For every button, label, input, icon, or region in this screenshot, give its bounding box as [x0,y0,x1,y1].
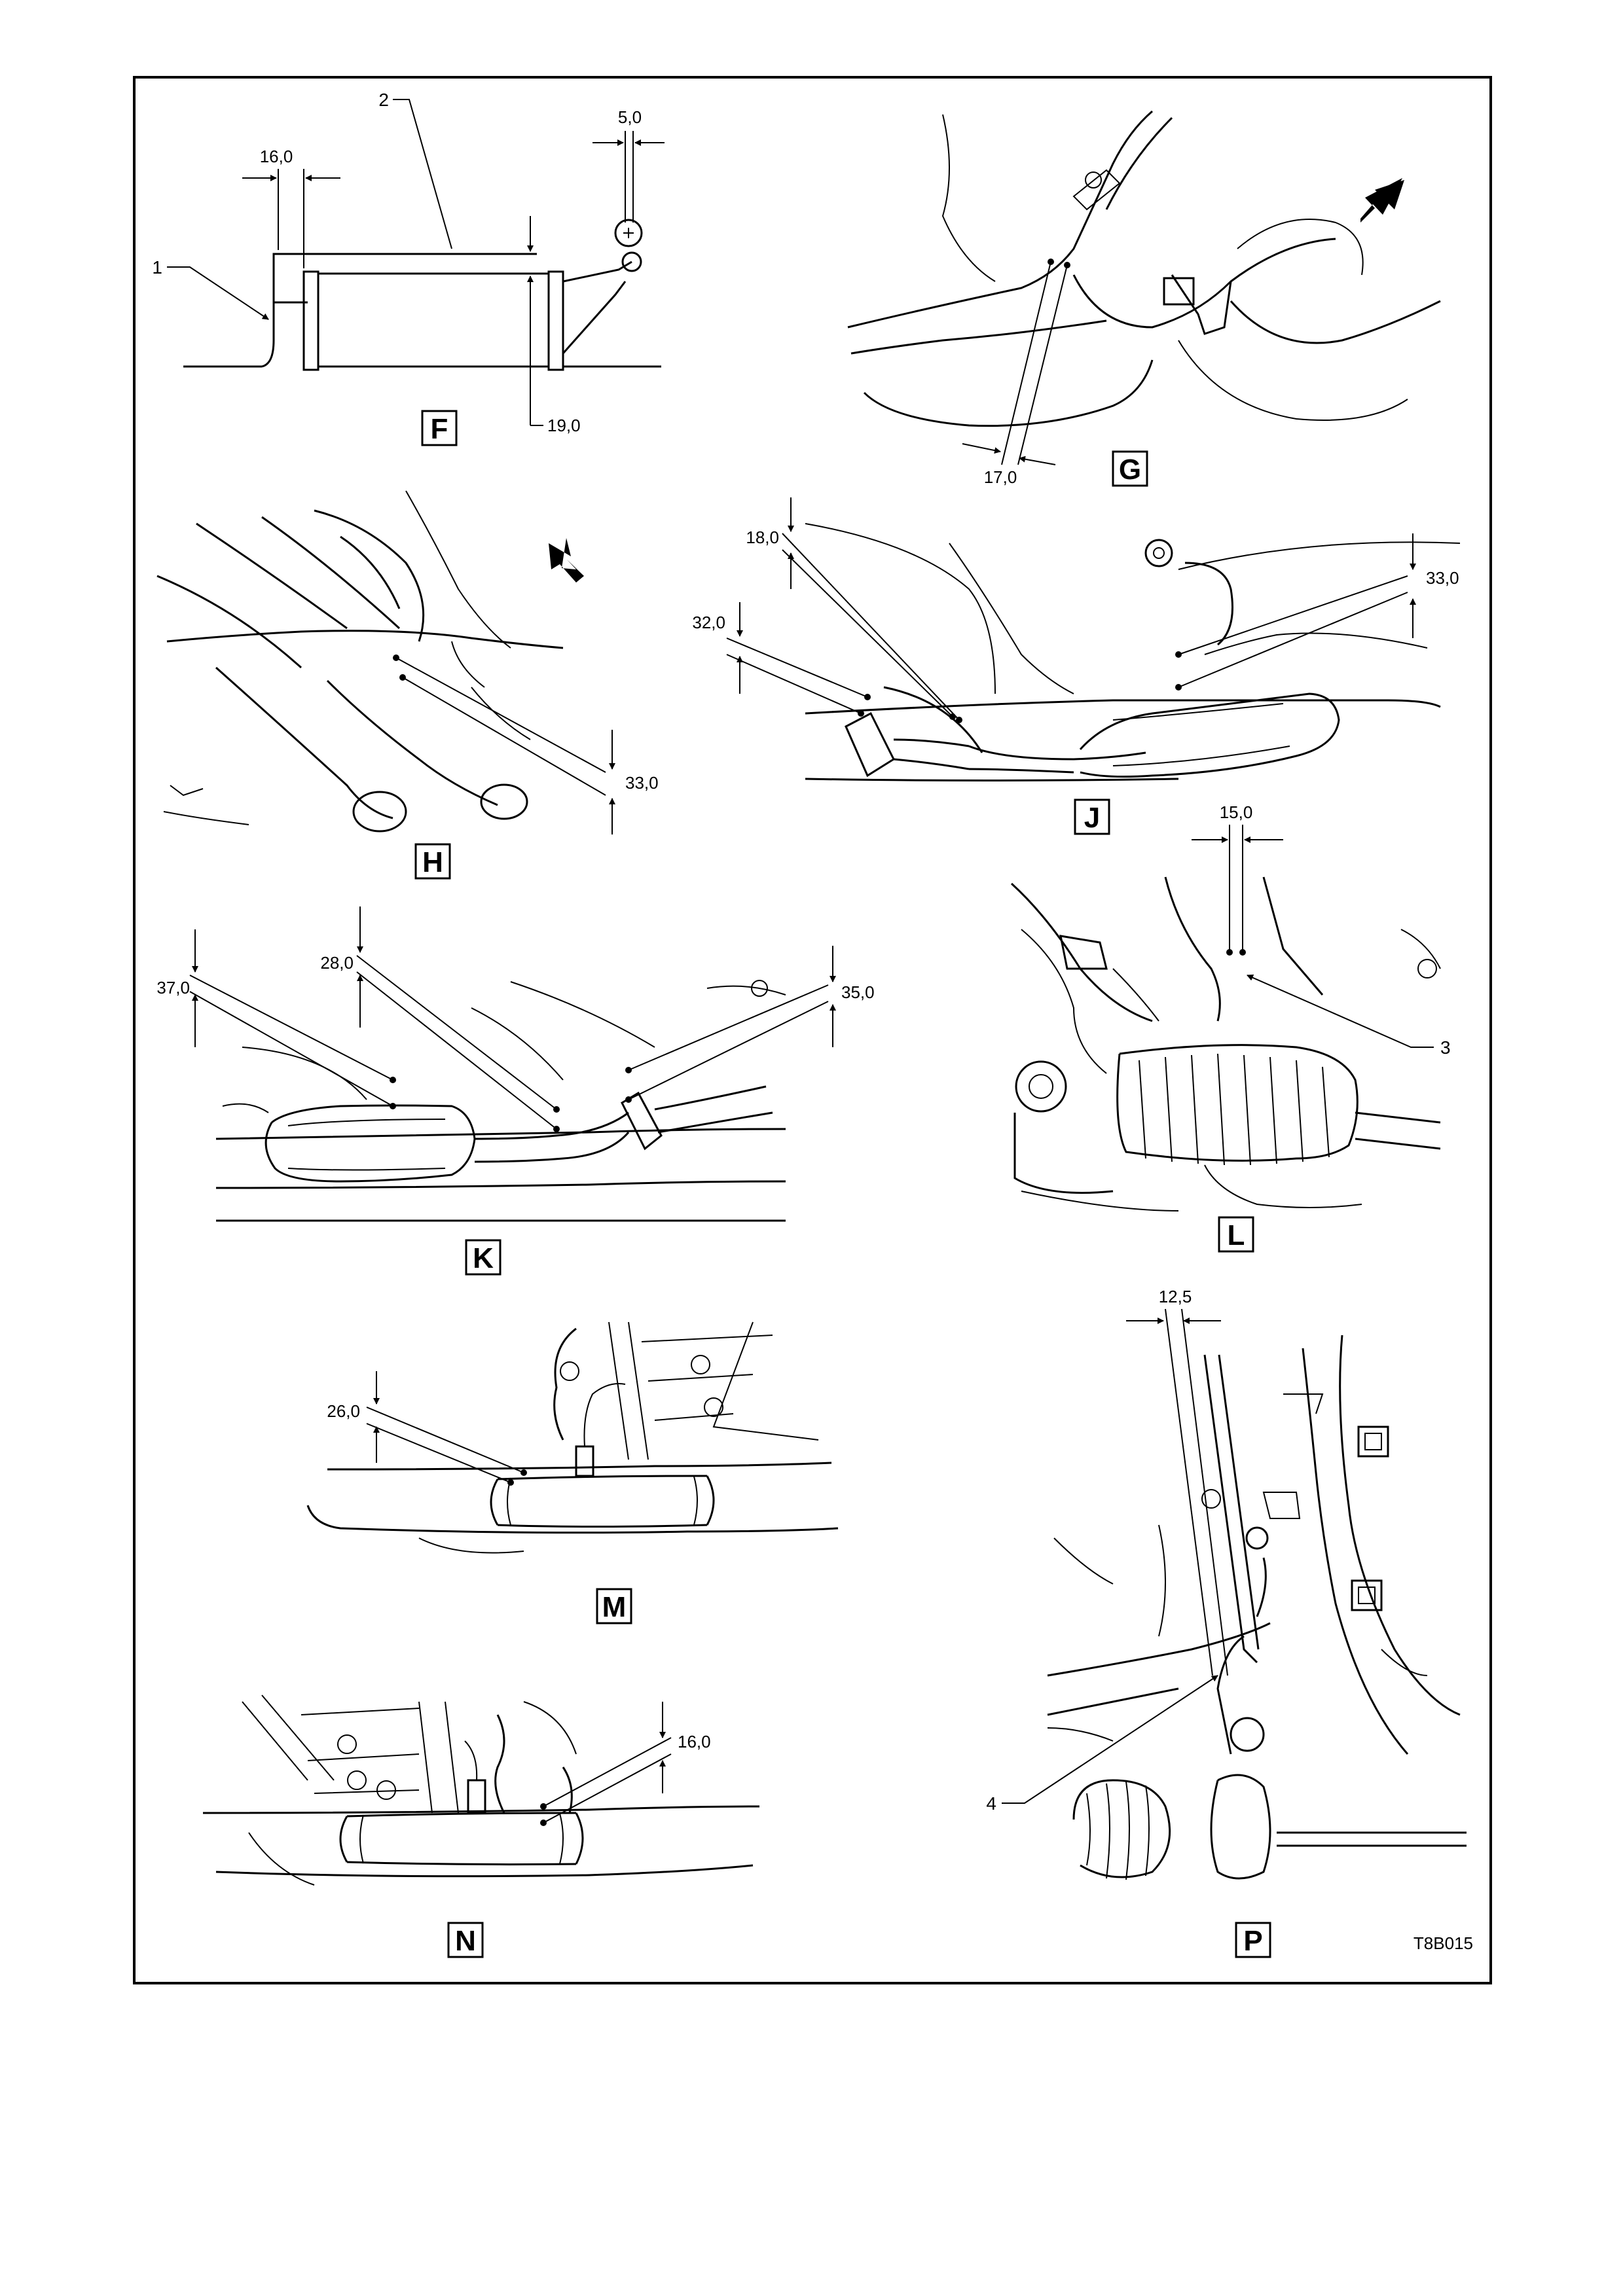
panel-g-drawing [848,111,1440,426]
panel-k-dimension-marks [190,906,833,1132]
panel-f-dim-19: 19,0 [547,416,581,435]
panel-l-dimension-marks [1192,825,1434,1047]
panel-l-dim-15: 15,0 [1220,802,1253,822]
panel-p-dimension-marks [1002,1309,1228,1803]
panel-f-letter: F [431,413,448,445]
panel-k-dim-37: 37,0 [156,978,190,997]
panel-j-dim-32: 32,0 [692,613,725,632]
panel-f-drawing [183,220,661,370]
panel-l-callout-3: 3 [1440,1037,1451,1058]
panel-p: 12,5 4 P [986,1287,1467,1957]
panel-f-dim-16: 16,0 [260,147,293,166]
panel-k-dim-35: 35,0 [841,982,875,1002]
panel-h-letter: H [422,846,443,878]
panel-n-dim-16: 16,0 [678,1732,711,1751]
panel-p-dim-12-5: 12,5 [1159,1287,1192,1306]
panel-g-dim-17: 17,0 [984,467,1017,487]
panel-f: 16,0 5,0 19,0 1 2 F [152,90,665,445]
panel-j: 18,0 32,0 33,0 J [692,497,1460,834]
panel-f-callout-2: 2 [378,90,389,110]
panel-h: 33,0 H [157,491,659,878]
panel-h-dim-33: 33,0 [625,773,659,793]
panel-j-letter: J [1084,802,1100,834]
panel-p-callout-4: 4 [986,1793,996,1814]
panel-h-drawing [157,491,584,831]
panel-j-dimension-marks [727,497,1413,723]
panel-l-letter: L [1228,1219,1245,1251]
figure-code: T8B015 [1413,1933,1473,1953]
panel-k-drawing [216,980,786,1221]
panel-n-drawing [203,1695,759,1885]
panel-g-letter: G [1119,454,1141,486]
panel-n: 16,0 N [203,1695,759,1957]
panel-k-letter: K [473,1242,494,1274]
panel-k: 37,0 28,0 35,0 K [156,906,874,1274]
panel-m-drawing [308,1322,838,1553]
panel-h-dimension-marks [393,655,612,834]
panel-l: 15,0 3 L [1012,802,1451,1251]
panel-m: 26,0 M [308,1322,838,1623]
panel-p-letter: P [1243,1925,1262,1957]
panel-j-dim-18: 18,0 [746,528,779,547]
panel-j-dim-33: 33,0 [1426,568,1459,588]
panel-m-dim-26: 26,0 [327,1401,360,1421]
panel-n-letter: N [455,1925,476,1957]
panel-k-dim-28: 28,0 [320,953,354,973]
panel-f-callout-1: 1 [152,257,162,278]
panel-g: 17,0 G [848,111,1440,487]
panel-m-letter: M [602,1591,627,1623]
panel-j-drawing [805,524,1460,781]
panel-f-dimension-marks [167,99,665,425]
diagram-frame [134,77,1491,1983]
panel-p-drawing [1048,1335,1467,1880]
panel-l-drawing [1012,877,1440,1211]
panel-f-dim-5: 5,0 [618,107,642,127]
